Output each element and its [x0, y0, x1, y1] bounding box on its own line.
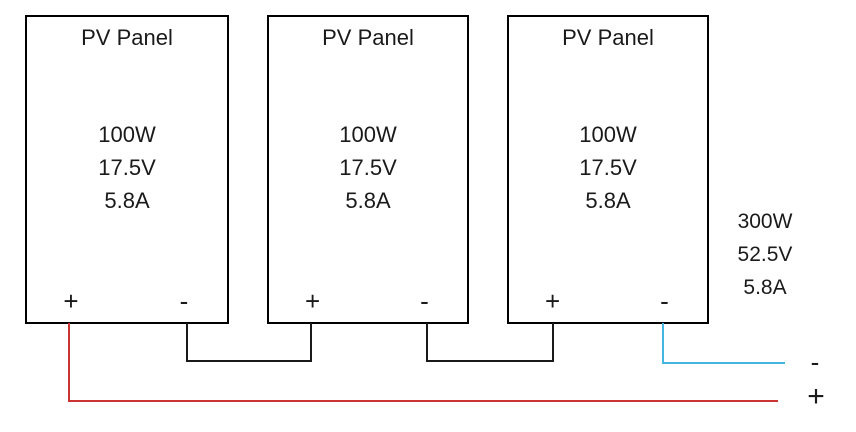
- negative-terminal-label: -: [420, 286, 429, 316]
- panel-title: PV Panel: [562, 25, 654, 50]
- panel-spec-power: 100W: [579, 122, 637, 147]
- panel-spec-current: 5.8A: [345, 188, 391, 213]
- panel-spec-voltage: 17.5V: [339, 155, 397, 180]
- panel-specs: 100W 17.5V 5.8A: [27, 118, 227, 217]
- panel-specs: 100W 17.5V 5.8A: [509, 118, 707, 217]
- pv-panel-2: PV Panel 100W 17.5V 5.8A + -: [267, 15, 469, 324]
- panel-spec-power: 100W: [98, 122, 156, 147]
- positive-terminal-label: +: [544, 286, 561, 316]
- output-spec-power: 300W: [737, 210, 793, 233]
- output-spec-current: 5.8A: [743, 276, 787, 299]
- panel-spec-voltage: 17.5V: [98, 155, 156, 180]
- output-specs: 300W 52.5V 5.8A: [713, 205, 817, 304]
- panel-title: PV Panel: [81, 25, 173, 50]
- panel-specs: 100W 17.5V 5.8A: [269, 118, 467, 217]
- panel-title: PV Panel: [322, 25, 414, 50]
- series-wire-panel2-panel3: [426, 323, 554, 362]
- output-positive-label: +: [807, 380, 825, 413]
- panel-spec-current: 5.8A: [104, 188, 150, 213]
- panel-spec-power: 100W: [339, 122, 397, 147]
- output-spec-voltage: 52.5V: [737, 243, 793, 266]
- negative-terminal-label: -: [179, 286, 189, 316]
- pv-panel-1: PV Panel 100W 17.5V 5.8A + -: [25, 15, 229, 324]
- panel-spec-voltage: 17.5V: [579, 155, 637, 180]
- output-negative-label: -: [810, 347, 820, 377]
- positive-terminal-label: +: [63, 286, 79, 316]
- panel-spec-current: 5.8A: [585, 188, 631, 213]
- pv-panel-3: PV Panel 100W 17.5V 5.8A + -: [507, 15, 709, 324]
- negative-terminal-label: -: [660, 286, 669, 316]
- positive-terminal-label: +: [304, 286, 321, 316]
- positive-output-wire: [68, 323, 778, 402]
- series-wire-panel1-panel2: [186, 323, 312, 362]
- negative-output-wire: [662, 323, 785, 364]
